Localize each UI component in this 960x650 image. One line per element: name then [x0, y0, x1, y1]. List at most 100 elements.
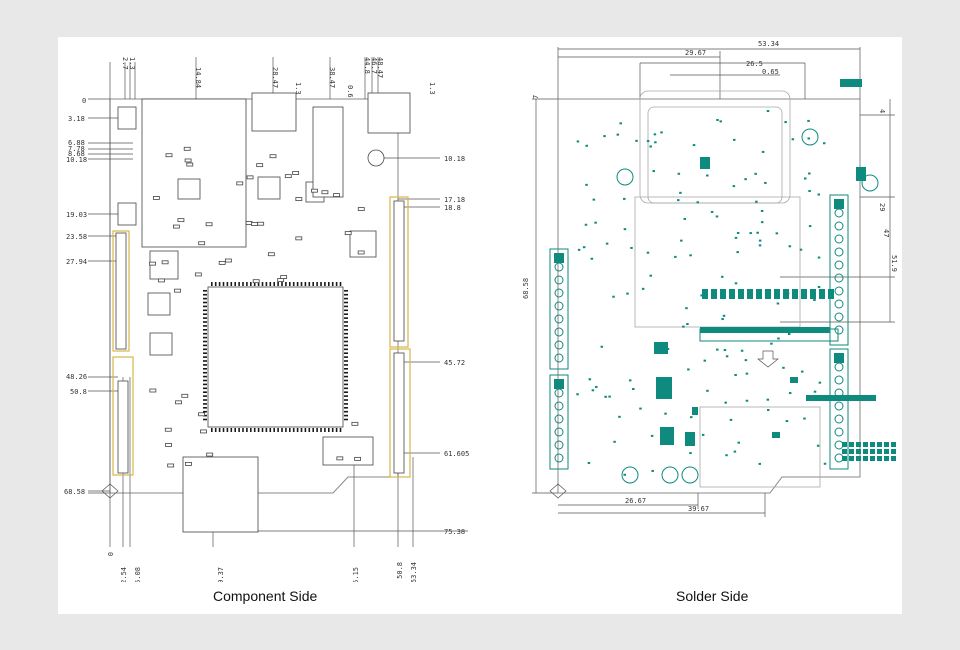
- component-pad: [828, 289, 834, 299]
- header-pin: [834, 273, 844, 283]
- passive-component: [198, 241, 206, 246]
- header-pin: [834, 260, 844, 270]
- solder-header-left-2: [549, 374, 569, 470]
- left-dim: 19.03: [66, 211, 87, 219]
- mcu-pin: [308, 282, 311, 286]
- solder-pad: [777, 337, 780, 340]
- mounting-screw: [367, 149, 385, 167]
- passive-component: [357, 207, 365, 211]
- solder-pad: [635, 139, 638, 142]
- component-pad: [842, 442, 847, 447]
- top-dim: 0.6: [346, 85, 354, 98]
- mcu-pin: [203, 403, 207, 405]
- passive-component: [295, 236, 303, 241]
- mcu-pin: [250, 428, 252, 432]
- solder-pad: [816, 444, 820, 447]
- solder-pad: [623, 197, 626, 200]
- passive-component: [280, 275, 288, 279]
- component-pad: [819, 289, 825, 299]
- mcu-pin: [203, 364, 207, 366]
- left-dim: 50.8: [70, 388, 87, 396]
- mcu-pin: [203, 301, 207, 304]
- solder-pad: [755, 200, 758, 203]
- top-dim: 26.5: [746, 60, 763, 68]
- mcu-pin: [203, 395, 207, 397]
- button-bottom: [117, 202, 137, 226]
- mcu-pin: [222, 428, 225, 432]
- solder-pad: [716, 118, 719, 121]
- mcu-pin: [203, 391, 207, 393]
- header-right-1-inner: [393, 200, 405, 342]
- solder-pad: [719, 120, 722, 123]
- wifi-module: [141, 98, 247, 248]
- mcu-pin: [344, 387, 348, 390]
- connector-top-right: [367, 92, 411, 134]
- solder-header-right-1: [829, 194, 849, 346]
- right-dim: 17.18: [444, 196, 465, 204]
- solder-pad: [813, 390, 817, 393]
- right-dim: 47: [882, 229, 890, 237]
- solder-pad: [744, 359, 748, 362]
- passive-component: [295, 197, 303, 201]
- solder-pad: [630, 246, 633, 249]
- passive-component: [165, 442, 172, 447]
- passive-component: [224, 258, 232, 263]
- mcu-pin: [289, 428, 291, 432]
- mcu-pin: [261, 282, 264, 286]
- component-pad: [856, 167, 866, 181]
- solder-pad: [650, 434, 654, 437]
- solder-pad: [590, 257, 594, 260]
- mcu-pin: [261, 428, 264, 432]
- mcu-pin: [257, 428, 260, 432]
- mcu-pin: [211, 282, 213, 286]
- solder-pad: [822, 142, 826, 145]
- solder-pad: [745, 399, 749, 402]
- mcu-pin: [328, 282, 330, 286]
- mcu-pin: [226, 428, 229, 432]
- mcu-pin: [344, 305, 348, 308]
- component-pad: [863, 449, 868, 454]
- solder-pad: [736, 251, 739, 254]
- mcu-pin: [344, 368, 348, 370]
- header-pin: [834, 208, 844, 218]
- mcu-pin: [344, 360, 348, 362]
- mcu-pin: [242, 282, 244, 286]
- mounting-hole: [861, 174, 879, 192]
- mounting-hole: [621, 466, 639, 484]
- mcu-pin: [218, 428, 221, 432]
- solder-side-drawing: 53.34 29.67 26.5 0.65 68.58 7 4 29 47 51…: [522, 40, 898, 517]
- passive-component: [205, 222, 213, 227]
- mcu-pin: [344, 399, 348, 401]
- mcu-pin: [273, 428, 275, 432]
- component-pad: [863, 456, 868, 461]
- header-left-2-inner: [117, 380, 129, 474]
- mcu-pin: [203, 325, 207, 327]
- left-dim: 68.58: [64, 488, 85, 496]
- ic-e: [147, 292, 171, 316]
- passive-component: [269, 154, 277, 159]
- passive-component: [252, 279, 260, 284]
- solder-pad: [785, 420, 789, 423]
- solder-pad: [654, 141, 657, 144]
- mounting-hole: [681, 466, 699, 484]
- solder-pad: [803, 177, 807, 180]
- solder-pad: [585, 183, 588, 186]
- component-pad: [783, 289, 789, 299]
- solder-pad: [604, 395, 607, 398]
- header-pin: [834, 221, 844, 231]
- bottom-dim: 5.08: [134, 567, 142, 582]
- mcu-pin: [203, 360, 207, 362]
- solder-pad: [766, 110, 770, 113]
- mcu-pin: [203, 375, 207, 378]
- left-dim: 8.68: [68, 150, 85, 158]
- mcu-pin: [226, 282, 229, 286]
- top-dim: 44.8: [363, 57, 371, 74]
- mcu-pin: [344, 336, 348, 339]
- passive-component: [218, 260, 226, 265]
- header-pin: [834, 286, 844, 296]
- solder-pad: [613, 440, 616, 443]
- mcu-pin: [344, 356, 348, 358]
- left-dim: 68.58: [522, 278, 530, 299]
- mcu-pin: [344, 410, 348, 413]
- mcu-pin: [203, 348, 207, 351]
